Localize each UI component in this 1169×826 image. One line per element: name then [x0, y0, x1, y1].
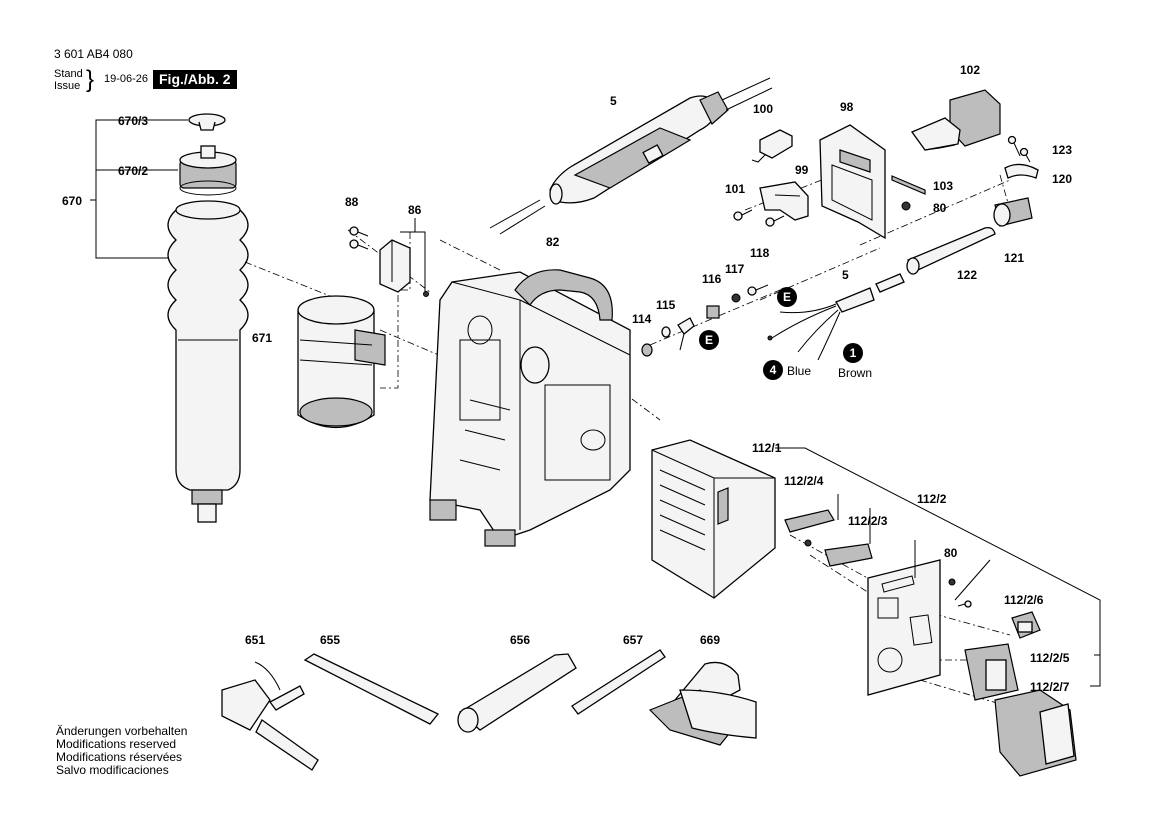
screw-123 — [1007, 135, 1031, 163]
tube-122 — [875, 226, 996, 293]
plug-100 — [751, 129, 793, 163]
label-100: 100 — [753, 102, 774, 116]
label-102: 102 — [960, 63, 981, 77]
switch-112-2-6 — [1011, 611, 1041, 639]
figure-label: Fig./Abb. 2 — [153, 70, 237, 89]
label-669: 669 — [700, 633, 721, 647]
label-670-3: 670/3 — [118, 114, 149, 128]
footer-line-de: Änderungen vorbehalten — [56, 724, 188, 738]
label-86: 86 — [408, 203, 422, 217]
label-118: 118 — [750, 246, 770, 260]
cable-5-wires — [767, 287, 875, 361]
label-123: 123 — [1052, 143, 1073, 157]
footer-line-fr: Modifications réservées — [56, 750, 183, 764]
label-120: 120 — [1052, 172, 1073, 186]
label-117: 117 — [725, 262, 745, 276]
label-670-2: 670/2 — [118, 164, 149, 178]
issue-label: Issue — [54, 80, 81, 92]
tool-657 — [571, 649, 666, 715]
label-656: 656 — [510, 633, 531, 647]
tool-656 — [457, 653, 577, 733]
switch-112-2-5 — [964, 643, 1019, 701]
clip-99 — [759, 181, 809, 221]
switch-112-2-7 — [994, 689, 1077, 777]
screws-88 — [349, 226, 369, 250]
tool-655 — [303, 653, 440, 725]
label-112-2-7: 112/2/7 — [1030, 680, 1070, 694]
label-112-2-3: 112/2/3 — [848, 514, 888, 528]
label-670: 670 — [62, 194, 83, 208]
label-82: 82 — [546, 235, 560, 249]
label-98: 98 — [840, 100, 854, 114]
grommet-121 — [993, 197, 1033, 227]
tool-669 — [648, 661, 757, 746]
footer-line-es: Salvo modificaciones — [56, 763, 169, 777]
switch-102 — [910, 89, 1001, 151]
doc-number: 3 601 AB4 080 — [54, 47, 133, 61]
brace-icon: } — [86, 66, 95, 93]
footer-line-en: Modifications reserved — [56, 737, 177, 751]
group-670-bracket — [90, 119, 188, 259]
badge-e-top: E — [777, 287, 797, 307]
connector-112-2-4 — [784, 509, 835, 533]
label-112-2: 112/2 — [917, 492, 947, 506]
wire-blue-label: Blue — [787, 364, 812, 378]
bellows-tank-670 — [167, 200, 249, 523]
label-112-2-5: 112/2/5 — [1030, 651, 1070, 665]
small-parts-114-118 — [641, 284, 769, 357]
badge-1: 1 — [843, 343, 863, 363]
label-101: 101 — [725, 182, 746, 196]
screw-80-top — [901, 201, 911, 211]
label-112-2-6: 112/2/6 — [1004, 593, 1044, 607]
connector-112-2-3 — [804, 539, 873, 567]
cover-98 — [819, 124, 886, 240]
label-122: 122 — [957, 268, 978, 282]
label-88: 88 — [345, 195, 359, 209]
stand-label: Stand — [54, 68, 83, 80]
badge-e-low: E — [699, 330, 719, 350]
label-112-2-4: 112/2/4 — [784, 474, 824, 488]
label-5-mid: 5 — [842, 268, 849, 282]
label-657: 657 — [623, 633, 644, 647]
group-112-bracket — [775, 447, 1101, 687]
handle-cable-5 — [489, 77, 773, 235]
strap-103 — [891, 175, 926, 195]
collar-671 — [297, 295, 386, 429]
electronics-housing-112-1 — [651, 439, 776, 599]
label-115: 115 — [656, 298, 676, 312]
label-103: 103 — [933, 179, 954, 193]
cap-670-3 — [188, 113, 226, 131]
lid-670-2 — [179, 145, 237, 196]
label-99: 99 — [795, 163, 809, 177]
panel-112-2 — [867, 559, 941, 696]
label-671: 671 — [252, 331, 273, 345]
label-121: 121 — [1004, 251, 1025, 265]
main-housing-82 — [429, 269, 631, 547]
label-112-1: 112/1 — [752, 441, 782, 455]
label-5-top: 5 — [610, 94, 617, 108]
label-114: 114 — [632, 312, 652, 326]
tool-651 — [221, 661, 319, 771]
issue-date: 19-06-26 — [104, 73, 149, 85]
screw-80-low — [948, 578, 972, 608]
screws-101 — [733, 209, 785, 227]
label-80-top: 80 — [933, 201, 947, 215]
clamp-120 — [1004, 163, 1039, 179]
badge-4: 4 — [763, 360, 783, 380]
label-80-low: 80 — [944, 546, 958, 560]
bracket-86 — [379, 218, 429, 297]
label-651: 651 — [245, 633, 266, 647]
label-116: 116 — [702, 272, 722, 286]
wire-brown-label: Brown — [838, 366, 873, 380]
label-655: 655 — [320, 633, 341, 647]
